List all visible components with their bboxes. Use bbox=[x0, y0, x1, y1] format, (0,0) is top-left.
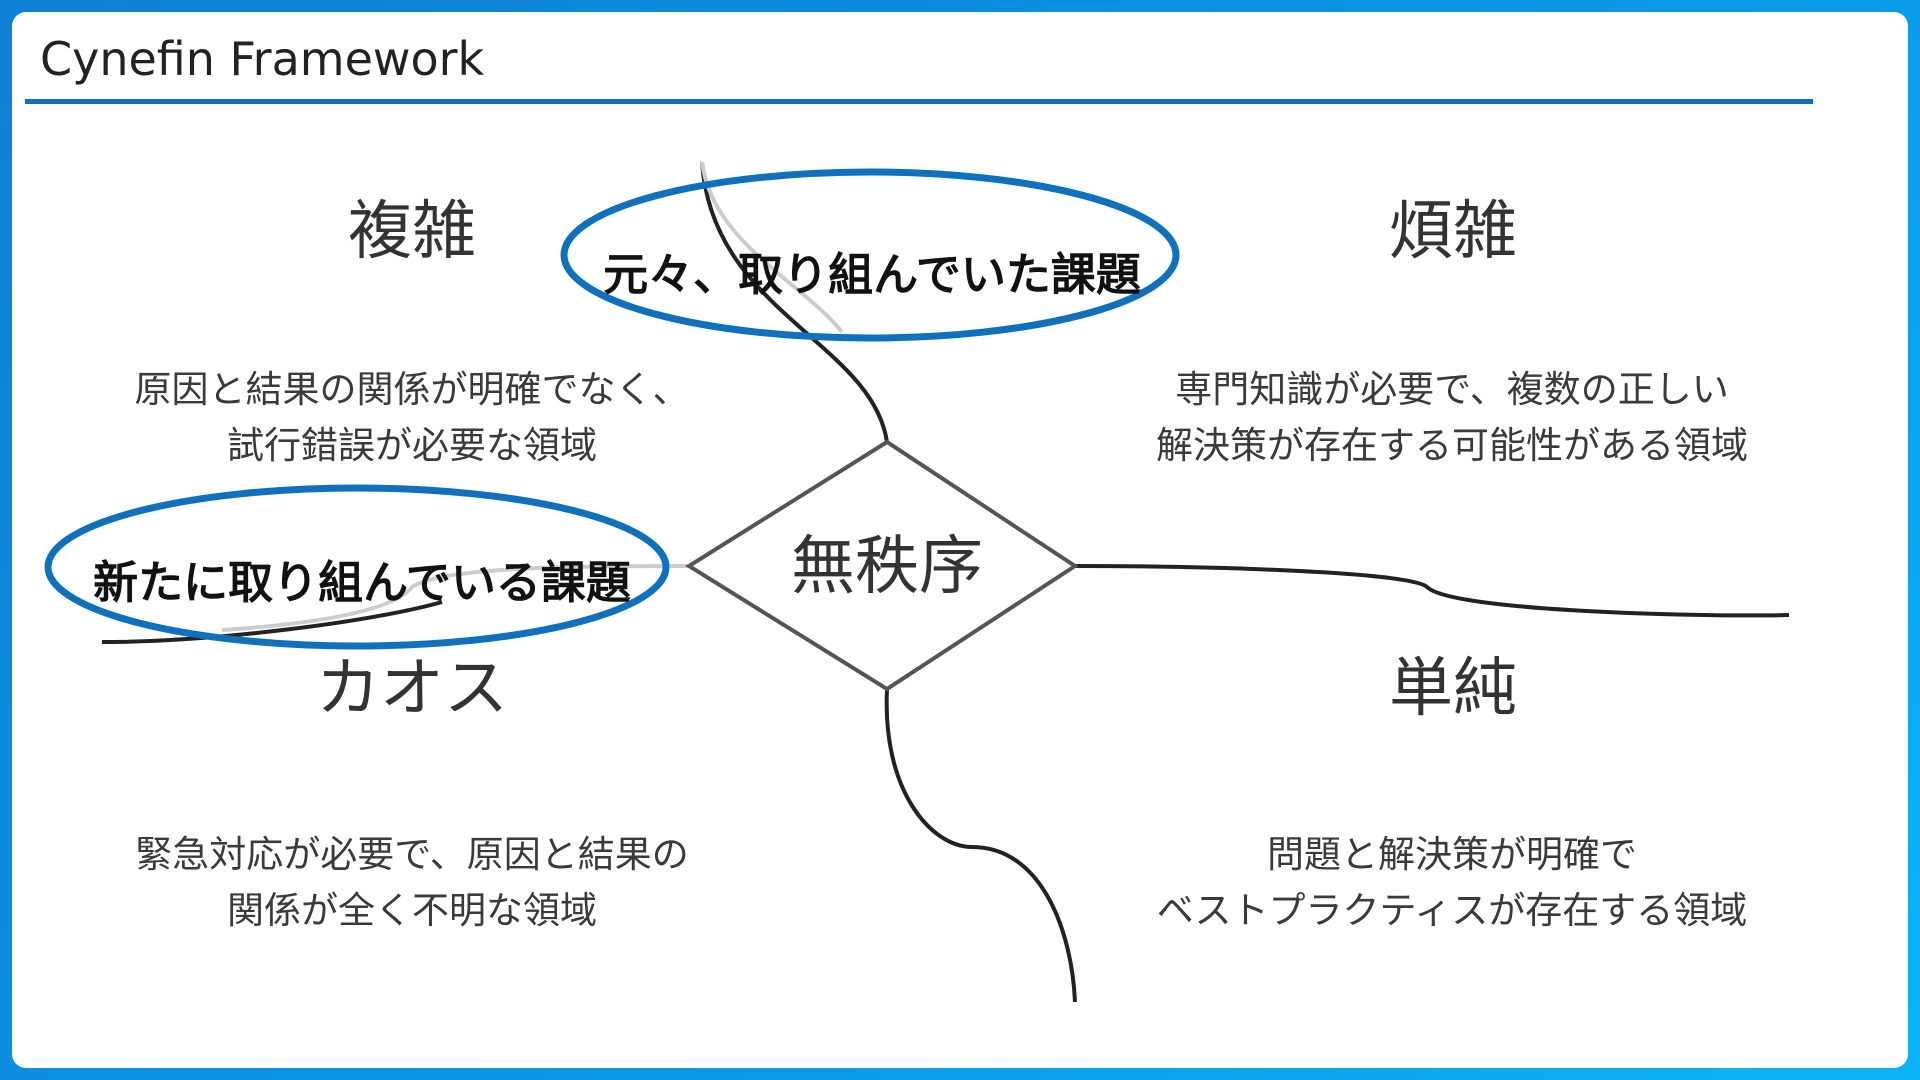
quadrant-complex-desc: 専門知識が必要で、複数の正しい 解決策が存在する可能性がある領域 bbox=[1112, 362, 1792, 474]
cynefin-diagram bbox=[44, 161, 1790, 1003]
desc-line: 原因と結果の関係が明確でなく、 bbox=[134, 368, 690, 411]
title-underline bbox=[25, 99, 1813, 104]
desc-line: 関係が全く不明な領域 bbox=[227, 889, 597, 932]
quadrant-complex-name: 煩雑 bbox=[1389, 195, 1517, 269]
desc-line: 専門知識が必要で、複数の正しい bbox=[1175, 368, 1729, 411]
slide: Cynefin Framework 無秩序 複雑 煩雑 カオス 単純 原因と結果… bbox=[12, 12, 1908, 1068]
quadrant-chaos-name: カオス bbox=[316, 652, 508, 726]
quadrant-simple-desc: 問題と解決策が明確で ベストプラクティスが存在する領域 bbox=[1112, 827, 1792, 939]
callout-original-ellipse bbox=[560, 168, 1180, 342]
quadrant-simple-name: 単純 bbox=[1389, 652, 1517, 726]
desc-line: 試行錯誤が必要な領域 bbox=[227, 424, 597, 467]
disorder-label: 無秩序 bbox=[791, 530, 983, 604]
disorder-diamond bbox=[685, 439, 1079, 692]
boundary-top bbox=[700, 161, 889, 443]
callout-original-label: 元々、取り組んでいた課題 bbox=[603, 248, 1141, 301]
boundary-bottom bbox=[884, 688, 1077, 1003]
quadrant-complicated-name: 複雑 bbox=[348, 195, 476, 269]
desc-line: 緊急対応が必要で、原因と結果の bbox=[135, 833, 689, 876]
boundary-left bbox=[101, 600, 443, 644]
boundary-right bbox=[1074, 564, 1790, 618]
page-title: Cynefin Framework bbox=[40, 32, 485, 86]
quadrant-chaos-desc: 緊急対応が必要で、原因と結果の 関係が全く不明な領域 bbox=[72, 827, 752, 939]
boundary-left-faint bbox=[221, 564, 690, 632]
boundary-top-faint bbox=[700, 161, 844, 334]
callout-new-ellipse bbox=[44, 484, 670, 650]
desc-line: 問題と解決策が明確で bbox=[1267, 833, 1637, 876]
desc-line: ベストプラクティスが存在する領域 bbox=[1156, 889, 1748, 932]
callout-new-label: 新たに取り組んでいる課題 bbox=[93, 556, 631, 609]
desc-line: 解決策が存在する可能性がある領域 bbox=[1156, 424, 1748, 467]
quadrant-complicated-desc: 原因と結果の関係が明確でなく、 試行錯誤が必要な領域 bbox=[72, 362, 752, 474]
